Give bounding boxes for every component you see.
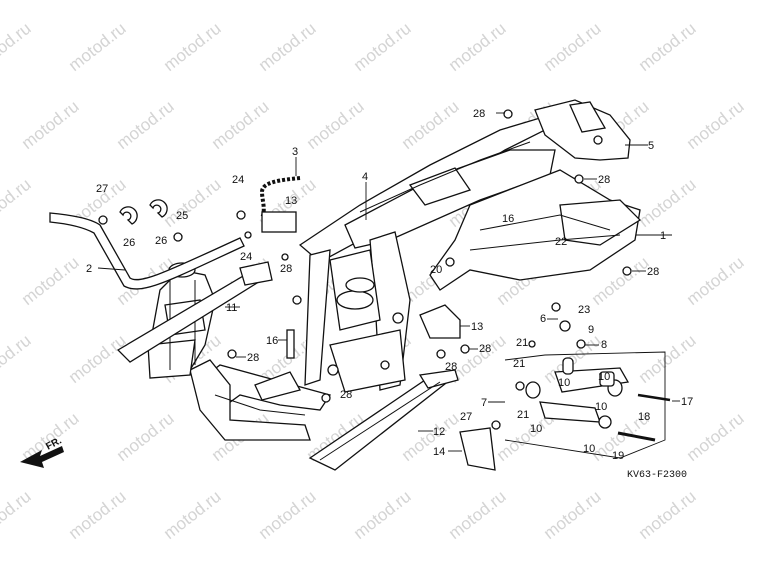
clips-26 — [119, 199, 168, 225]
callout-20: 20 — [430, 264, 442, 276]
callout-23: 23 — [578, 304, 590, 316]
callout-21a: 21 — [513, 358, 525, 370]
diagram-code: KV63-F2300 — [627, 470, 687, 481]
hose-part — [259, 176, 301, 233]
callout-28g: 28 — [445, 361, 457, 373]
callout-10c: 10 — [595, 401, 607, 413]
callout-7: 7 — [481, 397, 487, 409]
callout-19: 19 — [612, 450, 624, 462]
rod-16 — [286, 329, 295, 359]
callout-11: 11 — [226, 302, 237, 314]
leader-lines — [97, 112, 680, 452]
rear-carrier-5 — [534, 99, 631, 161]
callout-10e: 10 — [598, 371, 610, 383]
callout-26b: 26 — [155, 235, 167, 247]
hanger-link-assembly — [504, 351, 671, 459]
callout-28h: 28 — [340, 389, 352, 401]
callout-10a: 10 — [558, 377, 570, 389]
callout-28b: 28 — [598, 174, 610, 186]
lower-front-frame — [189, 359, 332, 441]
callout-1: 1 — [660, 230, 666, 242]
main-frame — [298, 117, 642, 393]
callout-21c: 21 — [517, 409, 529, 421]
callout-13a: 13 — [285, 195, 297, 207]
callout-5: 5 — [648, 140, 654, 152]
pipe-part — [49, 212, 245, 290]
callout-14: 14 — [433, 446, 445, 458]
callout-10d: 10 — [583, 443, 595, 455]
callout-8: 8 — [601, 339, 607, 351]
callout-28e: 28 — [247, 352, 259, 364]
bracket-13-lower — [419, 304, 461, 339]
callout-22: 22 — [555, 236, 567, 248]
callout-26a: 26 — [123, 237, 135, 249]
callout-21b: 21 — [516, 337, 528, 349]
callout-9: 9 — [588, 324, 594, 336]
callout-27a: 27 — [96, 183, 108, 195]
callout-16b: 16 — [266, 335, 278, 347]
callout-24a: 24 — [232, 174, 244, 186]
callout-24b: 24 — [240, 251, 252, 263]
callout-28f: 28 — [479, 343, 491, 355]
callout-25: 25 — [176, 210, 188, 222]
callout-17: 17 — [681, 396, 693, 408]
fasteners — [98, 109, 632, 430]
front-direction-arrow: FR. — [20, 435, 64, 468]
callout-6: 6 — [540, 313, 546, 325]
callout-27b: 27 — [460, 411, 472, 423]
callout-13b: 13 — [471, 321, 483, 333]
cross-member-11 — [116, 261, 273, 363]
callout-28a: 28 — [473, 108, 485, 120]
callout-3: 3 — [292, 146, 298, 158]
bracket-14 — [459, 427, 496, 471]
callout-18: 18 — [638, 411, 650, 423]
callout-2: 2 — [86, 263, 92, 275]
callout-10b: 10 — [530, 423, 542, 435]
callout-28c: 28 — [647, 266, 659, 278]
step-bar-12 — [308, 369, 459, 471]
callout-12: 12 — [433, 426, 445, 438]
callout-28d: 28 — [280, 263, 292, 275]
callout-labels: 1 2 3 4 5 6 7 8 9 10 10 10 10 10 11 12 1… — [86, 108, 693, 462]
callout-16a: 16 — [502, 213, 514, 225]
callout-4: 4 — [362, 171, 368, 183]
